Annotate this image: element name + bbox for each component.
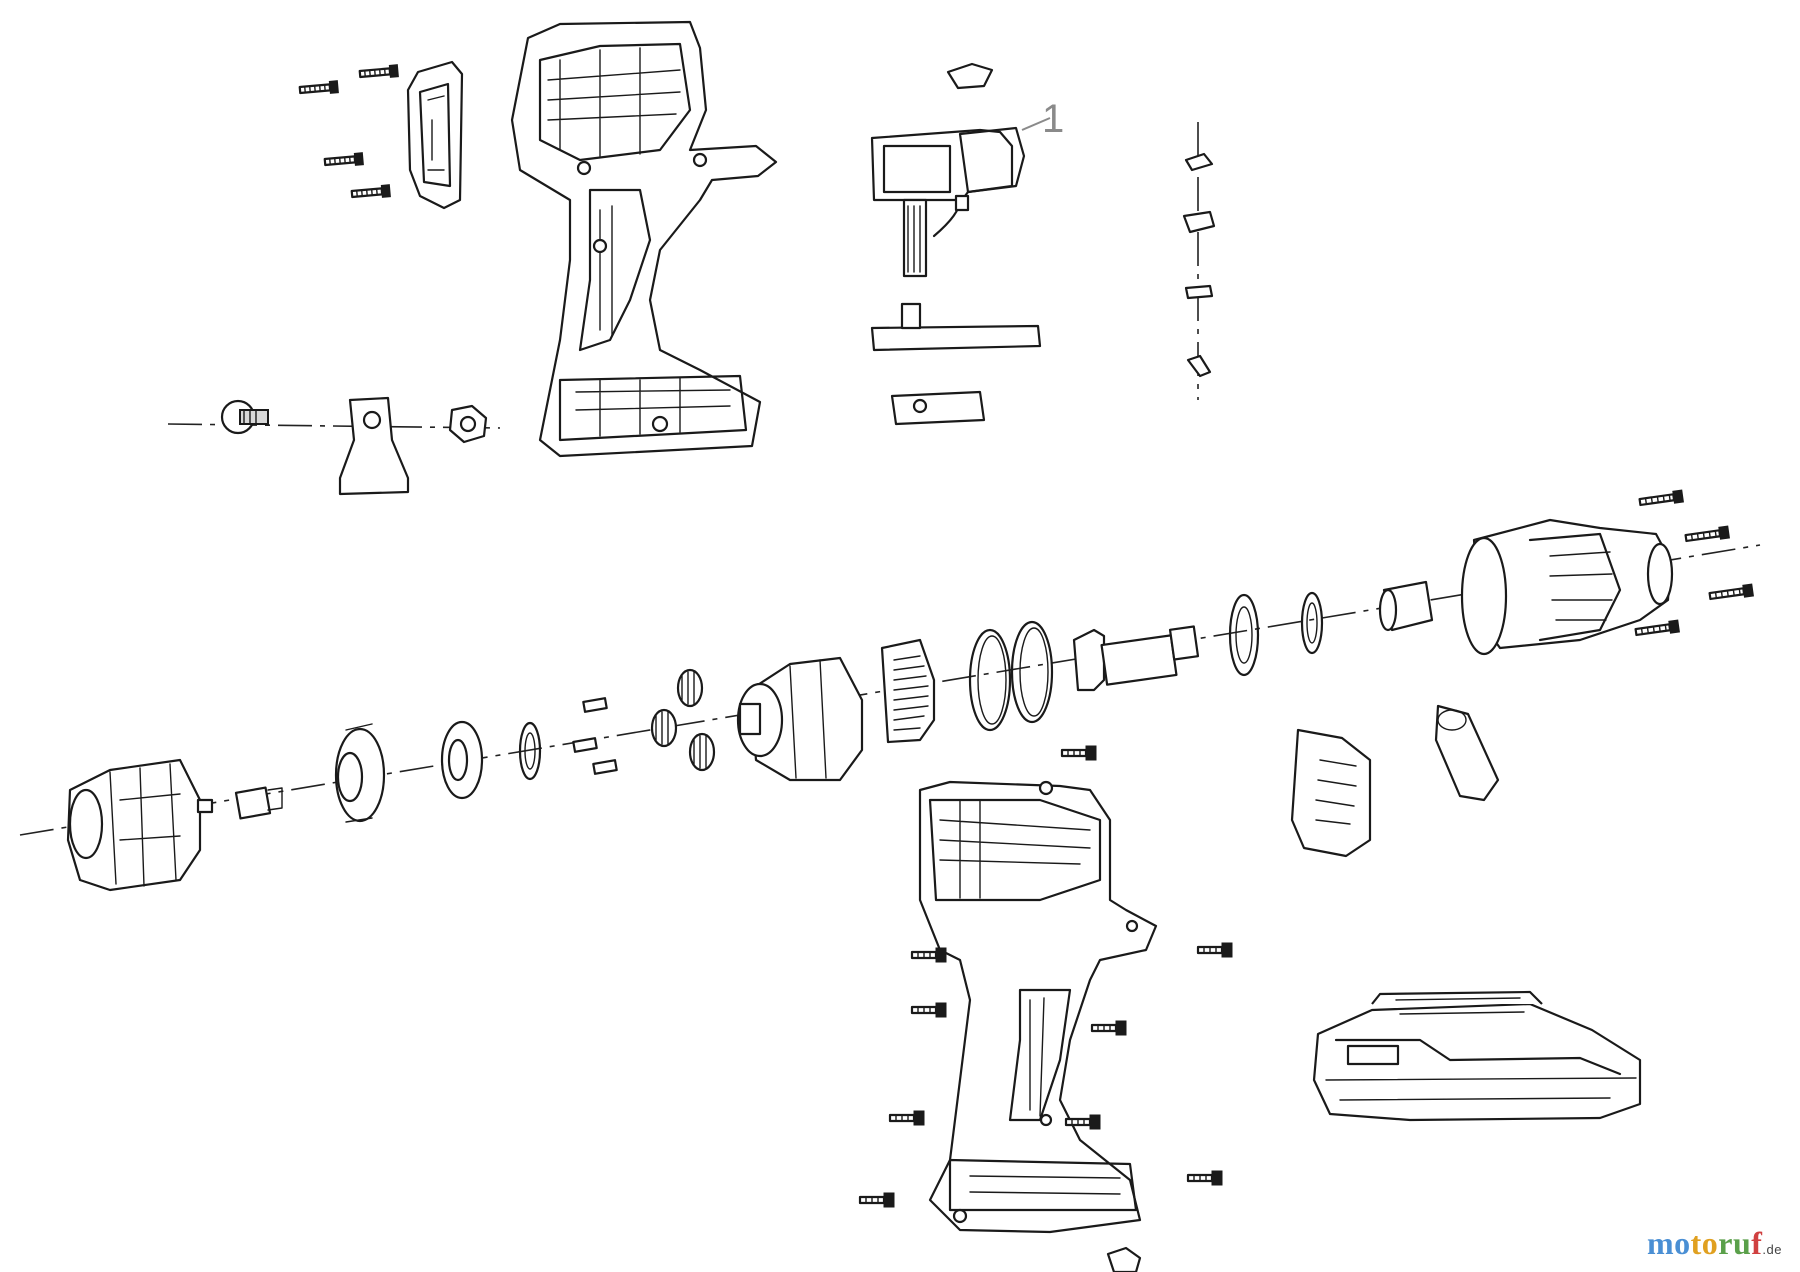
anvil [1072, 625, 1200, 692]
watermark-part: mo [1646, 1225, 1691, 1261]
side-cover [406, 60, 464, 210]
watermark-part: ru [1718, 1225, 1752, 1261]
coupling [234, 786, 283, 820]
planet-carrier [736, 656, 864, 782]
switch-module [870, 62, 1042, 426]
screw [910, 1002, 947, 1018]
callout-1: 1 [1021, 97, 1064, 141]
housing-half-left [510, 20, 778, 458]
pins [572, 697, 618, 775]
bearing-plate [334, 723, 386, 823]
planet-gear [650, 708, 678, 748]
snap-rings [968, 620, 1054, 732]
washer-right-1 [1228, 593, 1260, 677]
screw [1186, 1170, 1223, 1186]
side-cover-right [1290, 728, 1372, 858]
watermark-logo: motoruf.de [1647, 1225, 1782, 1262]
screw [1064, 1114, 1101, 1130]
screw-group-nose [1634, 489, 1754, 637]
planet-gears [650, 668, 716, 772]
nose-housing [1460, 518, 1674, 656]
screw [298, 80, 339, 95]
watermark-tld: .de [1762, 1242, 1782, 1257]
planet-gear [676, 668, 704, 708]
hex-nut [448, 404, 488, 444]
watermark-part: to [1690, 1225, 1719, 1261]
ring-gear [440, 720, 484, 800]
screw [1634, 619, 1680, 637]
screw [1196, 942, 1233, 958]
screw [350, 184, 391, 199]
toothed-ring [880, 638, 936, 744]
watermark-part: f [1751, 1225, 1763, 1261]
screw [1708, 583, 1754, 601]
lower-left-assembly [167, 396, 501, 496]
screw [1060, 745, 1097, 761]
screw [358, 64, 399, 79]
screw [858, 1192, 895, 1208]
screw [888, 1110, 925, 1126]
planet-gear [688, 732, 716, 772]
light-bulb [220, 399, 269, 435]
screw [1638, 489, 1684, 507]
screw-group-lower [858, 745, 1233, 1208]
battery-pack [1312, 990, 1642, 1122]
bushing [1378, 580, 1434, 632]
washer [518, 721, 542, 781]
callout-number: 1 [1042, 97, 1064, 141]
front-cap [1434, 704, 1500, 802]
motor [66, 758, 214, 892]
screw-group-top-left [298, 64, 399, 199]
mounting-bracket [338, 396, 410, 496]
screw [1090, 1020, 1127, 1036]
screw [1684, 525, 1730, 543]
screw [323, 152, 364, 167]
screw [910, 947, 947, 963]
vertical-parts-stack [1182, 122, 1216, 400]
washer-right-2 [1300, 591, 1324, 655]
